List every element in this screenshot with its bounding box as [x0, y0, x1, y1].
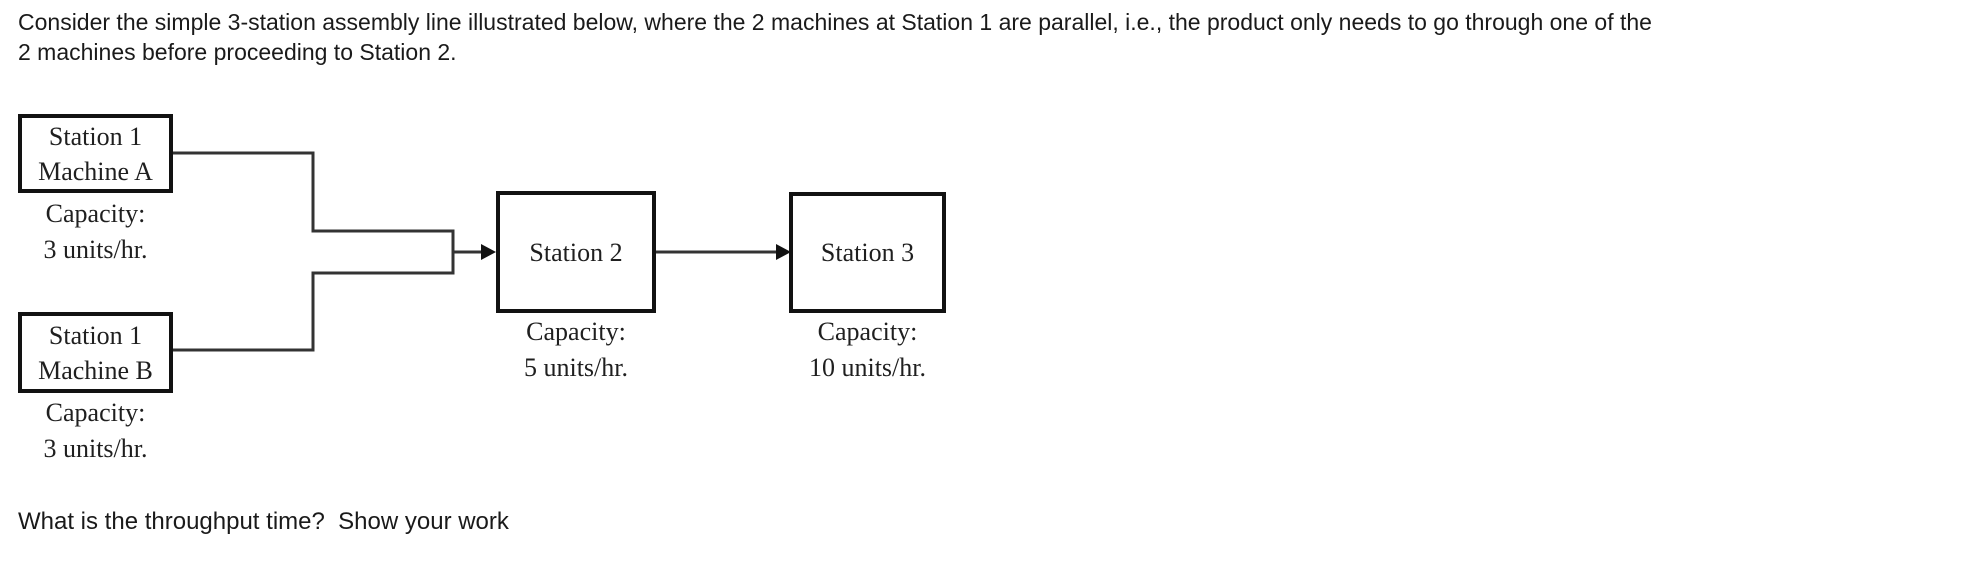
arrowhead-to-station2-icon [481, 244, 496, 260]
station-2-capacity-value: 5 units/hr. [523, 353, 628, 382]
station-2-capacity-label: Capacity: [526, 317, 626, 346]
station1-machine-a-title-line2: Machine A [38, 156, 153, 186]
station-2-title: Station 2 [529, 237, 623, 267]
prompt-text: What is the throughput time? Show your w… [18, 508, 509, 535]
machine-a-capacity-value: 3 units/hr. [43, 235, 148, 264]
arrowhead-to-station3-icon [776, 244, 791, 260]
box-station-3: Station 3 [789, 192, 946, 313]
station1-machine-b-title-line1: Station 1 [48, 320, 143, 350]
machine-a-capacity-label: Capacity: [45, 199, 146, 228]
station1-machine-b-title-line2: Machine B [38, 355, 153, 385]
caption-station-2: Capacity: 5 units/hr. [488, 314, 664, 386]
box-station1-machine-a: Station 1 Machine A [18, 114, 173, 193]
station-3-capacity-label: Capacity: [817, 317, 918, 346]
station-3-capacity-value: 10 units/hr. [808, 353, 926, 382]
question-line-2: 2 machines before proceeding to Station … [18, 39, 457, 65]
caption-machine-b: Capacity: 3 units/hr. [10, 395, 181, 467]
machine-b-capacity-value: 3 units/hr. [43, 434, 148, 463]
question-text: Consider the simple 3-station assembly l… [18, 7, 1652, 67]
station-3-title: Station 3 [820, 238, 915, 267]
merge-funnel-line [173, 151, 455, 352]
box-station-2: Station 2 [496, 191, 656, 313]
question-line-1: Consider the simple 3-station assembly l… [18, 9, 1652, 35]
machine-b-capacity-label: Capacity: [45, 398, 146, 427]
caption-station-3: Capacity: 10 units/hr. [781, 314, 954, 386]
caption-machine-a: Capacity: 3 units/hr. [10, 196, 181, 268]
station1-machine-a-title-line1: Station 1 [48, 121, 143, 151]
box-station1-machine-b: Station 1 Machine B [18, 312, 173, 393]
